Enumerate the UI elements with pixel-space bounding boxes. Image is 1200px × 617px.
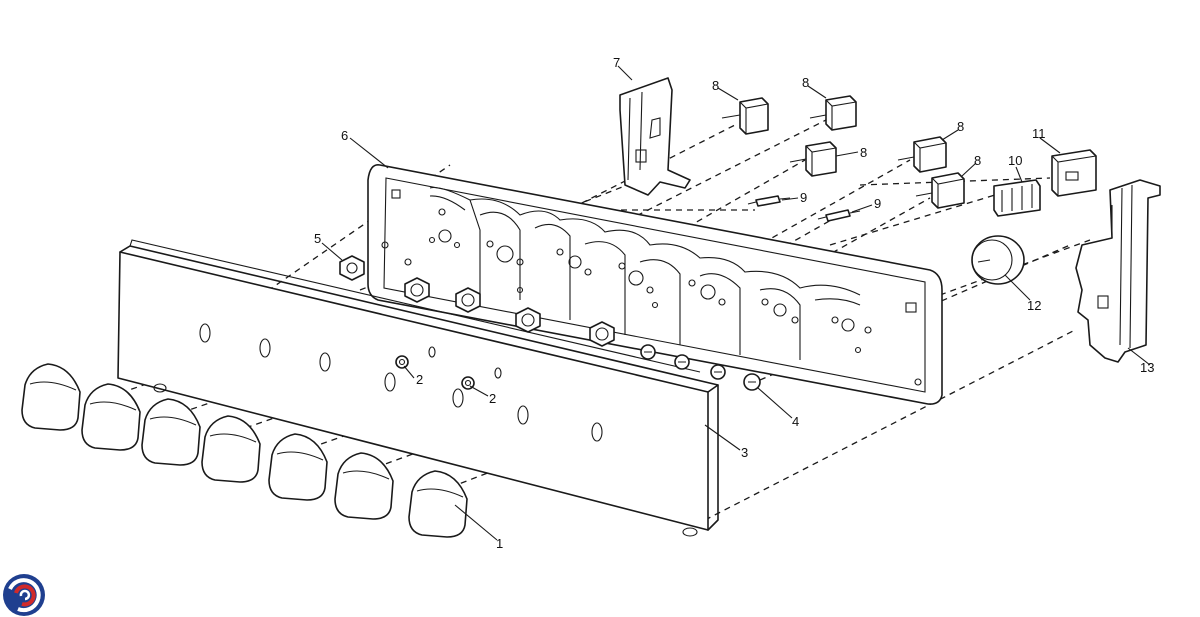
callout-10: 10 xyxy=(1008,153,1022,168)
callout-13: 13 xyxy=(1140,360,1154,375)
callout-1: 1 xyxy=(496,536,503,551)
callout-2b: 2 xyxy=(489,391,496,406)
small-nuts-2 xyxy=(395,355,475,390)
end-bracket-13 xyxy=(1075,179,1161,363)
callout-9-1: 9 xyxy=(800,190,807,205)
callout-labels: 1 2 2 3 4 5 6 7 8 8 8 8 8 9 9 10 11 12 1… xyxy=(314,55,1154,551)
callout-8-5: 8 xyxy=(974,153,981,168)
callout-7: 7 xyxy=(613,55,620,70)
callout-8-4: 8 xyxy=(957,119,964,134)
terminal-block-10 xyxy=(993,179,1041,217)
callout-2a: 2 xyxy=(416,372,423,387)
control-bracket-6 xyxy=(367,163,943,405)
thermostat-11 xyxy=(1051,149,1097,197)
hex-nuts-5 xyxy=(339,255,615,347)
callout-6: 6 xyxy=(341,128,348,143)
neon-indicators-9 xyxy=(747,195,861,222)
fascia-panel-3 xyxy=(117,239,719,537)
knob-set-1 xyxy=(21,363,468,538)
callout-8-3: 8 xyxy=(860,145,867,160)
callout-11: 11 xyxy=(1032,126,1046,141)
brand-swirl-logo xyxy=(3,574,45,616)
leader-lines xyxy=(321,65,1151,541)
rotary-switches-8 xyxy=(721,95,965,209)
callout-8-1: 8 xyxy=(712,78,719,93)
screws-4 xyxy=(640,344,761,391)
side-bracket-7 xyxy=(619,77,691,196)
callout-12: 12 xyxy=(1027,298,1041,313)
callout-8-2: 8 xyxy=(802,75,809,90)
callout-4: 4 xyxy=(792,414,799,429)
callout-3: 3 xyxy=(741,445,748,460)
callout-9-2: 9 xyxy=(874,196,881,211)
timer-12 xyxy=(971,235,1025,285)
callout-5: 5 xyxy=(314,231,321,246)
